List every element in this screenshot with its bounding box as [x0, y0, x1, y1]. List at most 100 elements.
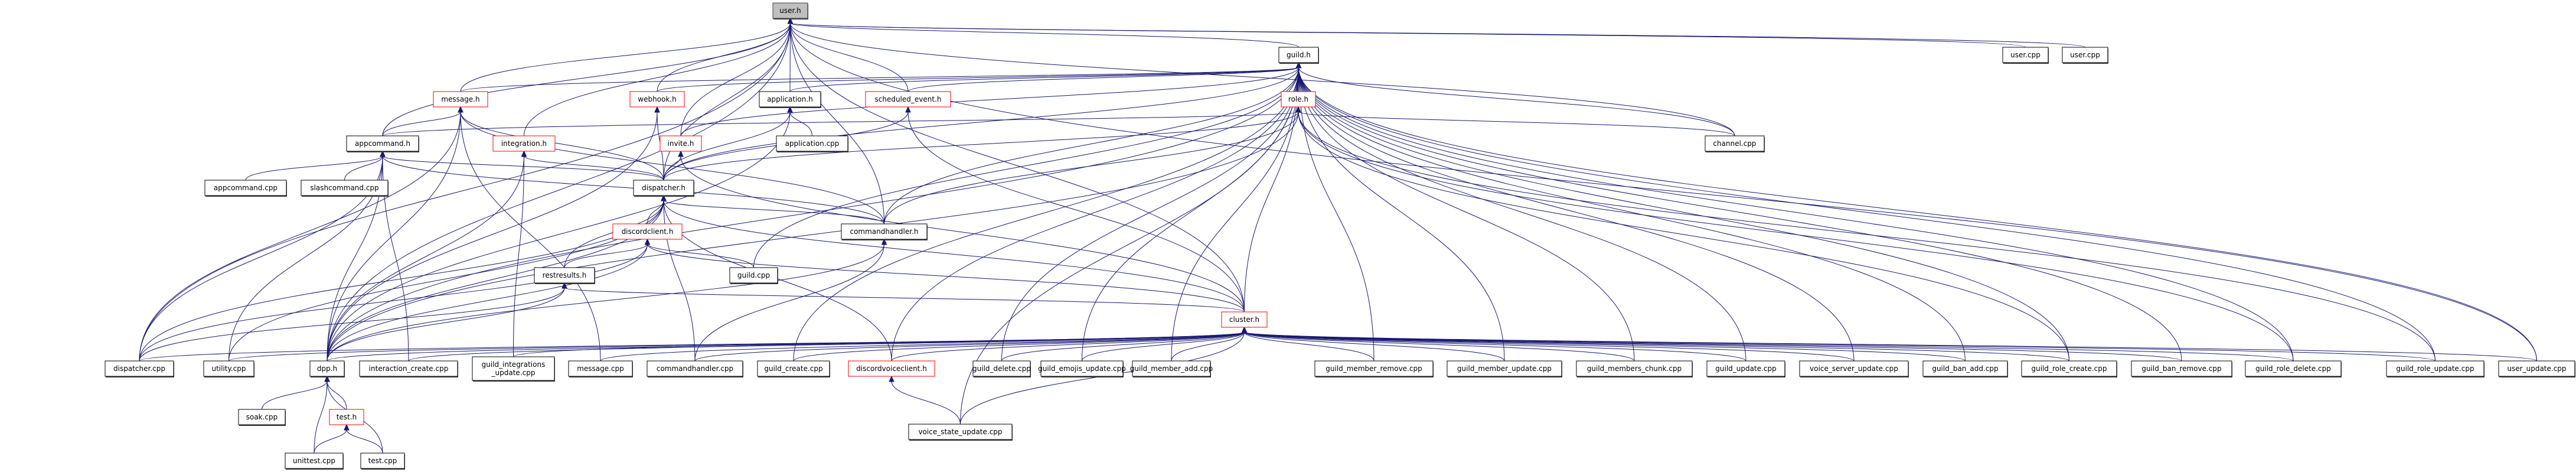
node-restresults-h[interactable]: restresults.h: [534, 267, 595, 284]
node-box: [1281, 91, 1316, 108]
node-guild-update-cpp[interactable]: guild_update.cpp: [1706, 360, 1785, 377]
node-role-h[interactable]: role.h: [1281, 91, 1316, 108]
node-channel-cpp[interactable]: channel.cpp: [1705, 135, 1765, 152]
edge-integration_h-to-user_h: [524, 22, 791, 136]
node-guild-member-add-cpp[interactable]: guild_member_add.cpp: [1130, 360, 1213, 377]
node-label: guild_update.cpp: [1715, 364, 1776, 373]
node-box: [612, 223, 683, 240]
node-box: [1314, 360, 1434, 377]
node-box: [492, 135, 556, 152]
node-appcommand-cpp[interactable]: appcommand.cpp: [204, 180, 287, 197]
node-label: guild_role_create.cpp: [2032, 364, 2107, 373]
node-scheduled-event-h[interactable]: scheduled_event.h: [865, 91, 951, 108]
node-discordclient-h[interactable]: discordclient.h: [612, 223, 683, 240]
node-guild-ban-remove-cpp[interactable]: guild_ban_remove.cpp: [2131, 360, 2232, 377]
node-guild-ban-add-cpp[interactable]: guild_ban_add.cpp: [1922, 360, 2008, 377]
node-invite-h[interactable]: invite.h: [659, 135, 702, 152]
edge-dispatcher_cpp-to-restresults_h: [139, 287, 565, 362]
edge-dispatcher_cpp-to-discordclient_h: [139, 243, 648, 362]
node-cluster-h[interactable]: cluster.h: [1221, 311, 1268, 328]
node-dpp-h[interactable]: dpp.h: [309, 360, 345, 377]
edge-user_update_cpp-to-cluster_h: [1244, 331, 2537, 362]
node-webhook-h[interactable]: webhook.h: [629, 91, 685, 108]
node-box: [757, 360, 830, 377]
edge-cluster_h-to-discordclient_h: [647, 243, 1245, 313]
node-discordvoiceclient-h[interactable]: discordvoiceclient.h: [848, 360, 935, 377]
edge-cluster_h-to-restresults_h: [564, 287, 1245, 313]
arrowhead-guild_integrations_update_cpp-to-integration_h: [521, 150, 527, 157]
node-application-cpp[interactable]: application.cpp: [776, 135, 848, 152]
node-soak-cpp[interactable]: soak.cpp: [238, 409, 286, 426]
node-label: soak.cpp: [246, 413, 278, 421]
node-appcommand-h[interactable]: appcommand.h: [346, 135, 419, 152]
node-test-h[interactable]: test.h: [329, 409, 364, 425]
edge-dpp_h-to-message_h: [327, 111, 461, 362]
node-unittest-cpp[interactable]: unittest.cpp: [285, 453, 344, 470]
node-label: guild_create.cpp: [764, 364, 822, 373]
node-label: guild.h: [1287, 51, 1311, 59]
arrowhead-utility_cpp-to-appcommand_h: [380, 150, 386, 157]
node-guild-member-update-cpp[interactable]: guild_member_update.cpp: [1447, 360, 1562, 377]
node-test-cpp[interactable]: test.cpp: [360, 453, 405, 470]
node-guild-cpp[interactable]: guild.cpp: [729, 267, 778, 284]
node-dispatcher-cpp[interactable]: dispatcher.cpp: [105, 360, 174, 377]
node-user-update-cpp[interactable]: user_update.cpp: [2498, 360, 2575, 377]
node-label: role.h: [1288, 95, 1308, 103]
node-guild-h[interactable]: guild.h: [1278, 47, 1319, 64]
node-box: [359, 360, 458, 377]
edge-guild_members_chunk_cpp-to-cluster_h: [1244, 331, 1635, 362]
node-label: voice_server_update.cpp: [1810, 364, 1898, 373]
node-slashcommand-cpp[interactable]: slashcommand.cpp: [301, 180, 388, 197]
node-user-cpp-1[interactable]: user.cpp: [2002, 47, 2049, 64]
node-message-cpp[interactable]: message.cpp: [568, 360, 633, 377]
edge-message_cpp-to-cluster_h: [600, 331, 1245, 362]
node-integration-h[interactable]: integration.h: [492, 135, 556, 152]
node-commandhandler-h[interactable]: commandhandler.h: [841, 223, 928, 240]
node-commandhandler-cpp[interactable]: commandhandler.cpp: [647, 360, 743, 377]
node-message-h[interactable]: message.h: [433, 91, 488, 108]
node-guild-create-cpp[interactable]: guild_create.cpp: [757, 360, 830, 377]
node-box: [1576, 360, 1693, 377]
edge-commandhandler_h-to-user_h: [790, 22, 884, 224]
node-guild-delete-cpp[interactable]: guild_delete.cpp: [972, 360, 1031, 377]
edge-commandhandler_cpp-to-commandhandler_h: [694, 243, 884, 362]
node-utility-cpp[interactable]: utility.cpp: [203, 360, 254, 377]
node-guild-role-delete-cpp[interactable]: guild_role_delete.cpp: [2245, 360, 2342, 377]
edge-dispatcher_h-to-appcommand_h: [382, 155, 664, 181]
node-label: guild_ban_remove.cpp: [2141, 364, 2221, 373]
node-user-cpp-2[interactable]: user.cpp: [2062, 47, 2108, 64]
edge-dpp_h-to-user_h: [327, 22, 791, 362]
edge-dpp_h-to-commandhandler_h: [327, 243, 884, 362]
edge-dpp_h-to-application_h: [327, 111, 791, 362]
node-guild-member-remove-cpp[interactable]: guild_member_remove.cpp: [1314, 360, 1434, 377]
node-label: guild_integrations: [482, 360, 546, 369]
edge-guild_role_create_cpp-to-cluster_h: [1244, 331, 2069, 362]
edge-commandhandler_h-to-guild_h: [884, 67, 1299, 224]
edge-interaction_create_cpp-to-cluster_h: [408, 331, 1245, 362]
node-interaction-create-cpp[interactable]: interaction_create.cpp: [359, 360, 458, 377]
edge-cluster_h-to-scheduled_event_h: [907, 111, 1245, 313]
node-application-h[interactable]: application.h: [759, 91, 821, 108]
node-guild-role-create-cpp[interactable]: guild_role_create.cpp: [2021, 360, 2117, 377]
edge-dispatcher_h-to-invite_h: [663, 155, 681, 181]
edge-dpp_h-to-discordclient_h: [327, 243, 648, 362]
node-guild-integrations-update-cpp[interactable]: guild_integrations_update.cpp: [472, 356, 555, 382]
edge-dispatcher_cpp-to-user_h: [139, 22, 791, 362]
node-voice-server-update-cpp[interactable]: voice_server_update.cpp: [1799, 360, 1909, 377]
node-guild-role-update-cpp[interactable]: guild_role_update.cpp: [2386, 360, 2484, 377]
node-voice-state-update-cpp[interactable]: voice_state_update.cpp: [908, 424, 1013, 441]
arrowhead-utility_cpp-to-dispatcher_h: [661, 194, 667, 201]
node-label: user.h: [779, 6, 801, 15]
node-box: [285, 453, 344, 469]
node-box: [204, 180, 287, 196]
node-guild-emojis-update-cpp[interactable]: guild_emojis_update.cpp: [1038, 360, 1126, 377]
node-dispatcher-h[interactable]: dispatcher.h: [633, 180, 694, 197]
node-guild-members-chunk-cpp[interactable]: guild_members_chunk.cpp: [1576, 360, 1693, 377]
edge-dpp_h-to-cluster_h: [327, 331, 1245, 362]
node-box: [568, 360, 633, 377]
edge-test_cpp-to-test_h: [346, 429, 383, 454]
node-user-h[interactable]: user.h: [772, 2, 808, 19]
edge-dispatcher_h-to-integration_h: [524, 155, 664, 181]
arrowhead-user_update_cpp-to-user_h: [787, 17, 794, 24]
node-box: [472, 356, 555, 381]
